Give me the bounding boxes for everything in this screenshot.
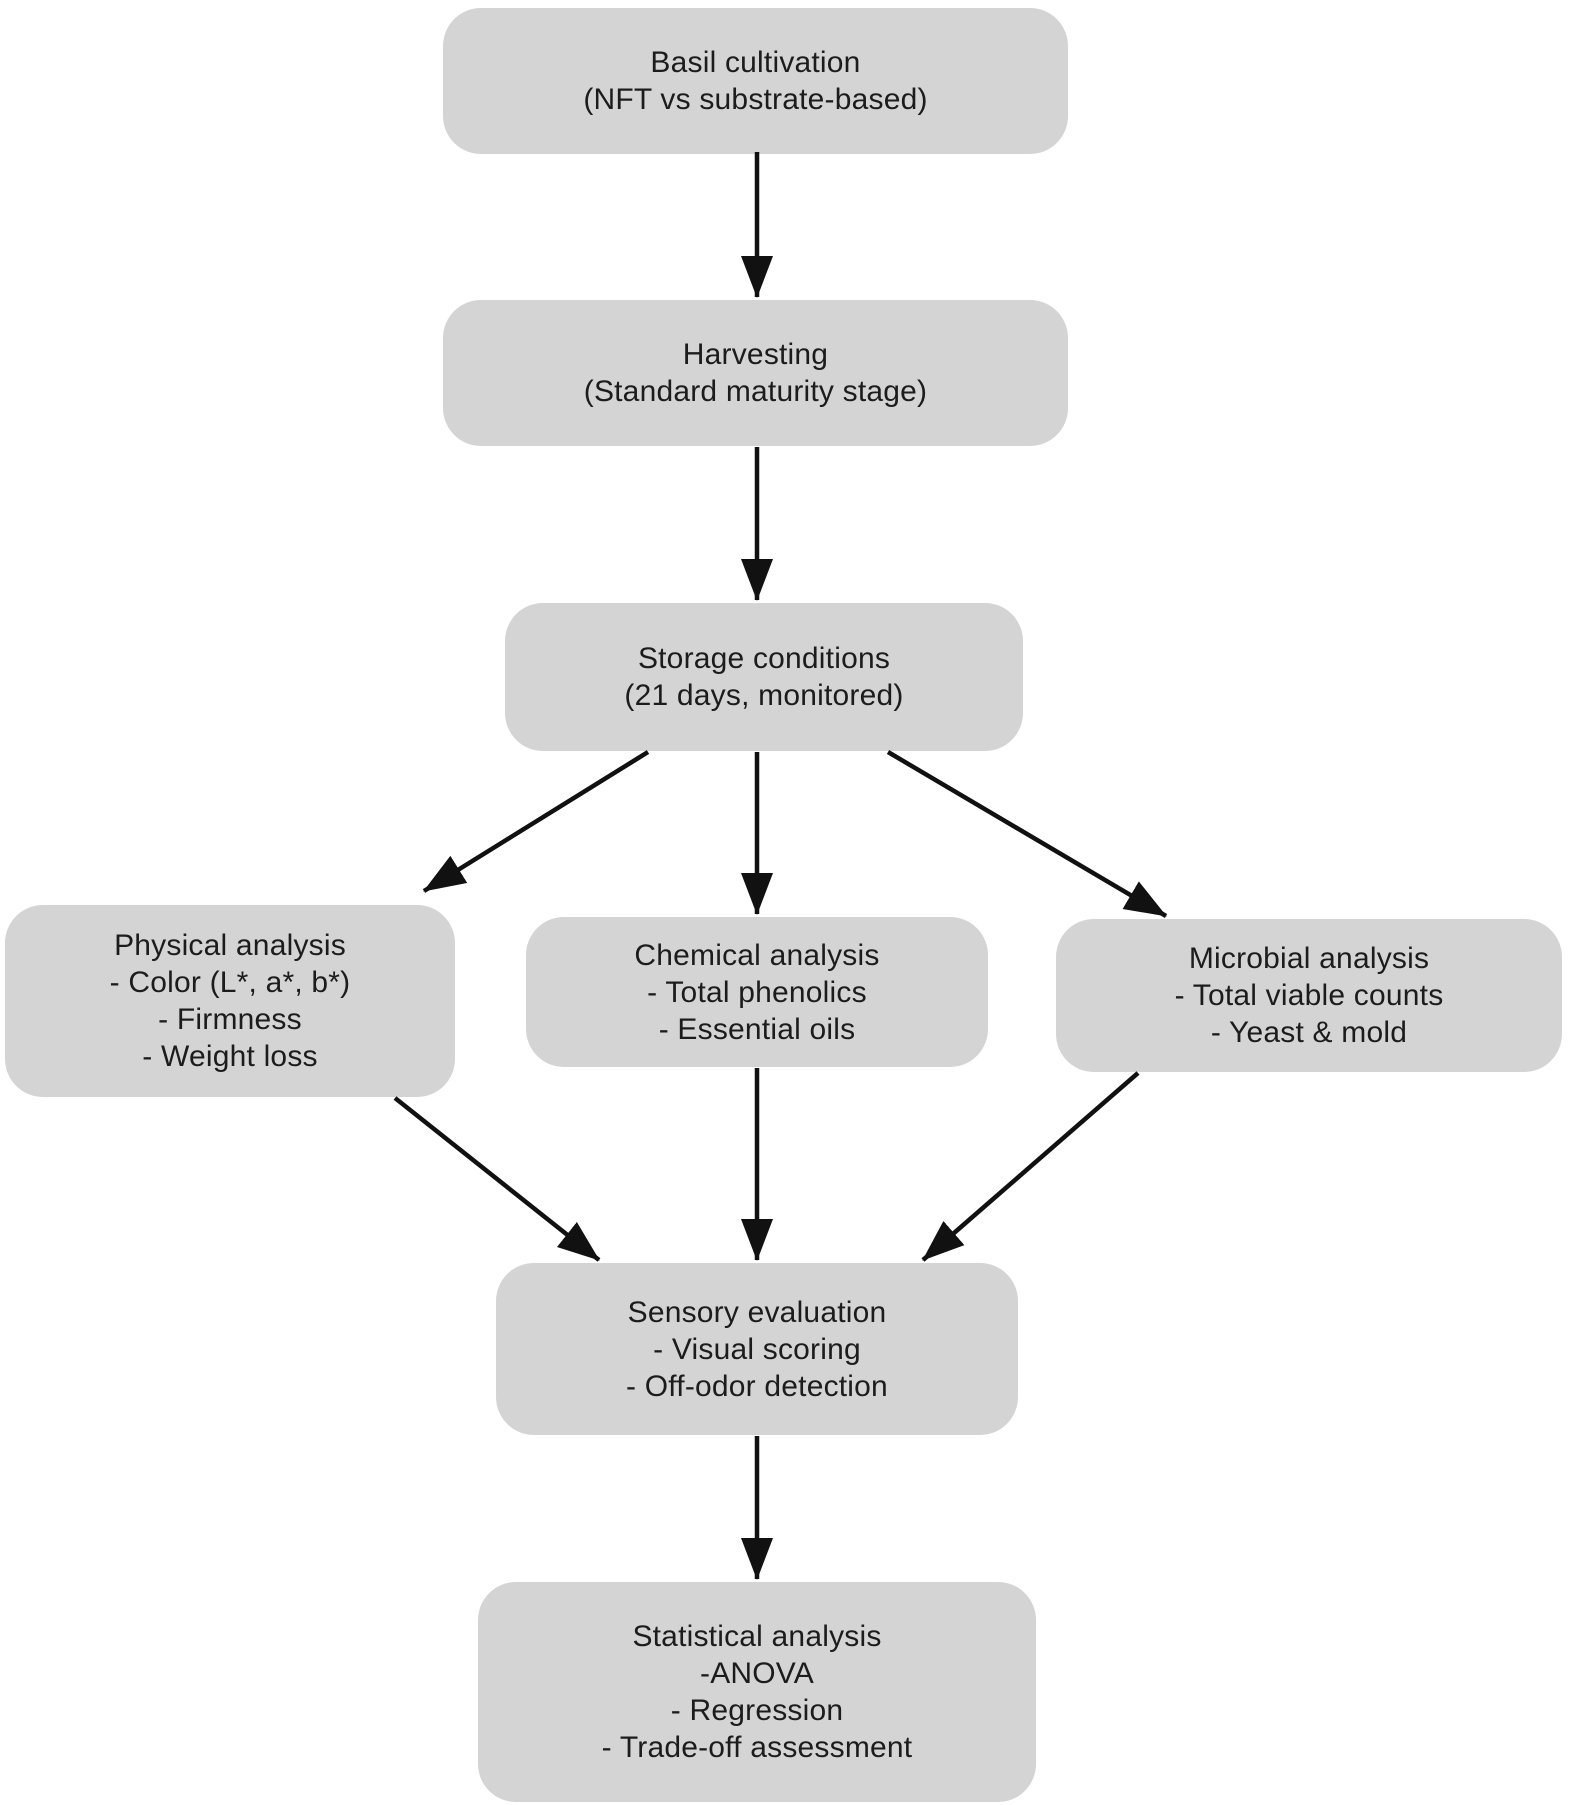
node-detail-line: - Yeast & mold — [1210, 1016, 1408, 1049]
node-title-line: Chemical analysis — [634, 938, 880, 972]
node-detail-line: - Essential oils — [658, 1012, 856, 1046]
node-title-line: Microbial analysis — [1188, 942, 1430, 975]
arrow-storage-to-microbial — [886, 750, 1168, 918]
node-title-line: Storage conditions — [637, 642, 891, 675]
node-title-line: Physical analysis — [114, 929, 346, 962]
node-detail-line: - Color (L*, a*, b*) — [109, 966, 351, 999]
node-detail-line: (Standard maturity stage) — [583, 375, 928, 408]
node-title-line: Basil cultivation — [650, 46, 861, 79]
node-detail-line: -ANOVA — [700, 1657, 814, 1690]
arrow-storage-to-physical — [422, 750, 650, 893]
node-physical-analysis: Physical analysis - Color (L*, a*, b*) -… — [5, 905, 455, 1097]
node-detail-line: (NFT vs substrate-based) — [583, 83, 928, 116]
node-statistical-analysis: Statistical analysis -ANOVA - Regression… — [478, 1582, 1036, 1802]
node-title-line: Sensory evaluation — [627, 1295, 887, 1329]
node-detail-line: - Trade-off assessment — [601, 1731, 913, 1764]
node-basil-cultivation: Basil cultivation (NFT vs substrate-base… — [443, 8, 1068, 154]
node-detail-line: - Visual scoring — [653, 1332, 861, 1366]
node-sensory-evaluation: Sensory evaluation - Visual scoring - Of… — [496, 1263, 1018, 1435]
node-detail-line: - Off-odor detection — [626, 1369, 888, 1403]
node-detail-line: (21 days, monitored) — [624, 679, 904, 712]
node-microbial-analysis: Microbial analysis - Total viable counts… — [1056, 919, 1562, 1072]
node-title-line: Statistical analysis — [632, 1620, 882, 1653]
node-storage-conditions: Storage conditions (21 days, monitored) — [505, 603, 1023, 751]
arrow-physical-to-sensory — [393, 1096, 601, 1262]
node-detail-line: - Regression — [670, 1694, 844, 1727]
node-title-line: Harvesting — [682, 338, 829, 371]
node-detail-line: - Total phenolics — [647, 975, 867, 1009]
node-detail-line: - Total viable counts — [1174, 979, 1444, 1012]
node-detail-line: - Firmness — [158, 1003, 302, 1036]
node-harvesting: Harvesting (Standard maturity stage) — [443, 300, 1068, 446]
node-chemical-analysis: Chemical analysis - Total phenolics - Es… — [526, 917, 988, 1067]
node-detail-line: - Weight loss — [142, 1040, 318, 1073]
arrow-microbial-to-sensory — [921, 1071, 1140, 1262]
